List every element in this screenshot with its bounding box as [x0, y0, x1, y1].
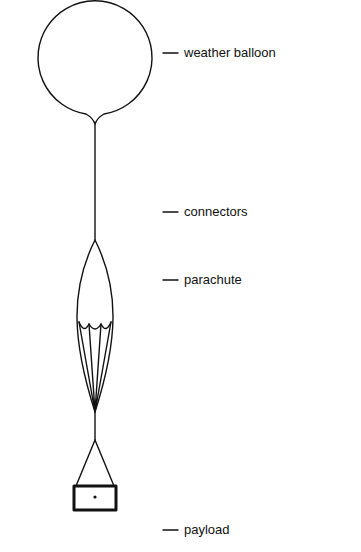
part-label: payload	[184, 522, 230, 538]
payload-bridle	[76, 440, 114, 486]
balloon-envelope	[38, 1, 152, 124]
leader-line	[163, 279, 178, 280]
leader-line	[163, 211, 178, 212]
payload-box	[74, 486, 116, 510]
leader-line	[163, 52, 178, 53]
parachute-shroud-lines	[79, 322, 111, 412]
parachute-scallops	[79, 322, 111, 329]
riser-line	[94, 412, 95, 440]
part-label: connectors	[184, 204, 248, 220]
part-label: parachute	[184, 272, 242, 288]
payload-dot	[93, 495, 96, 498]
part-label: weather balloon	[184, 45, 276, 61]
connector-line	[94, 124, 95, 240]
leader-line	[163, 529, 178, 530]
parachute-canopy	[77, 240, 113, 412]
